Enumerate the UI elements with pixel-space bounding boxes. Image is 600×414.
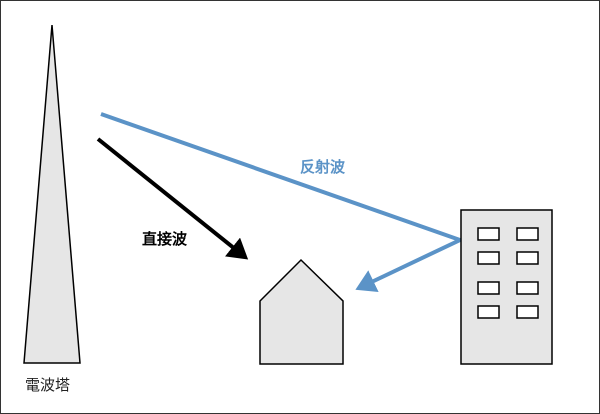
building-window bbox=[516, 281, 539, 295]
building-window bbox=[516, 251, 539, 265]
building-window bbox=[516, 227, 539, 241]
building-window bbox=[516, 305, 539, 319]
building bbox=[460, 209, 553, 365]
radio-tower bbox=[23, 24, 81, 364]
reflected-wave-line bbox=[100, 112, 466, 292]
building-window bbox=[477, 305, 500, 319]
building-window bbox=[477, 227, 500, 241]
house bbox=[259, 258, 344, 365]
direct-wave-label: 直接波 bbox=[142, 230, 188, 248]
reflected-wave-label: 反射波 bbox=[300, 158, 346, 176]
tower-label: 電波塔 bbox=[25, 376, 71, 394]
building-window bbox=[477, 251, 500, 265]
building-window bbox=[477, 281, 500, 295]
direct-wave-arrow bbox=[96, 137, 249, 260]
